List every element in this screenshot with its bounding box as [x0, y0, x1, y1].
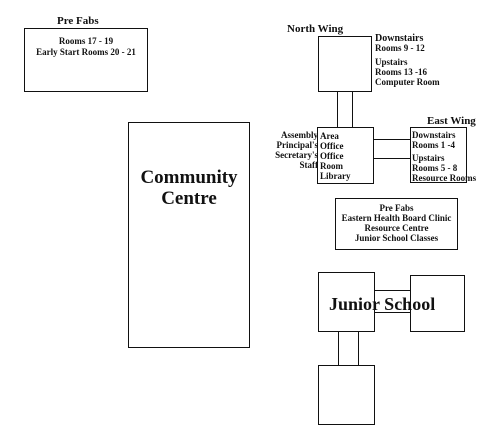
junior-school-label: Junior School [329, 294, 436, 314]
main-block-area: Area [320, 131, 339, 141]
north-wing-downstairs-rooms: Rooms 9 - 12 [375, 43, 425, 53]
main-block-office-2: Office [320, 151, 344, 161]
east-corridor-bottom-wall [374, 158, 410, 160]
north-wing-upstairs: Upstairs [375, 57, 408, 67]
main-block-library: Library [320, 171, 351, 181]
prefabs-top-early-start: Early Start Rooms 20 - 21 [36, 47, 136, 57]
prefabs-mid-clinic: Eastern Health Board Clinic [341, 213, 452, 223]
east-wing-resource-rooms: Resource Rooms [412, 173, 477, 183]
east-wing-building: Downstairs Rooms 1 -4 Upstairs Rooms 5 -… [410, 127, 476, 183]
junior-school-east-building [410, 275, 465, 332]
east-wing-upstairs: Upstairs [412, 153, 445, 163]
prefabs-top-box: Rooms 17 - 19 Early Start Rooms 20 - 21 [24, 28, 148, 92]
community-centre-label-line2: Centre [161, 188, 217, 209]
prefabs-mid-resource-centre: Resource Centre [364, 223, 429, 233]
main-block-principals: Principal's [276, 140, 318, 150]
north-corridor-right-wall [352, 92, 354, 127]
junior-corridor-top-wall [375, 290, 410, 292]
north-wing-computer-room: Computer Room [375, 77, 440, 87]
junior-school-south-building [318, 365, 375, 425]
prefabs-mid-box: Pre Fabs Eastern Health Board Clinic Res… [335, 198, 458, 250]
main-block-room: Room [320, 161, 343, 171]
prefabs-mid-title: Pre Fabs [379, 203, 414, 213]
junior-corridor-bottom-wall [375, 312, 410, 314]
north-wing-title: North Wing [287, 23, 344, 35]
main-block-building: Area Office Office Room Library [317, 127, 374, 184]
junior-school-main-building [318, 272, 375, 332]
north-wing-upstairs-rooms: Rooms 13 -16 [375, 67, 427, 77]
prefabs-top-title: Pre Fabs [57, 15, 99, 27]
junior-south-corridor-right-wall [358, 332, 360, 365]
main-block-staff: Staff [299, 160, 319, 170]
east-wing-upstairs-rooms: Rooms 5 - 8 [412, 163, 458, 173]
main-block-assembly: Assembly [280, 130, 318, 140]
main-block-office-1: Office [320, 141, 344, 151]
north-corridor-left-wall [337, 92, 339, 127]
community-centre-building: Community Centre [128, 122, 250, 348]
prefabs-mid-junior-classes: Junior School Classes [354, 233, 439, 243]
east-corridor-top-wall [374, 139, 410, 141]
main-block-secretarys: Secretary's [275, 150, 318, 160]
east-wing-downstairs: Downstairs [412, 130, 456, 140]
junior-south-corridor-left-wall [338, 332, 340, 365]
north-wing-downstairs: Downstairs [375, 33, 424, 44]
north-wing-building [318, 36, 372, 92]
prefabs-top-rooms: Rooms 17 - 19 [58, 36, 114, 46]
east-wing-title: East Wing [427, 115, 476, 127]
east-wing-downstairs-rooms: Rooms 1 -4 [412, 140, 455, 150]
community-centre-label-line1: Community [140, 167, 238, 188]
